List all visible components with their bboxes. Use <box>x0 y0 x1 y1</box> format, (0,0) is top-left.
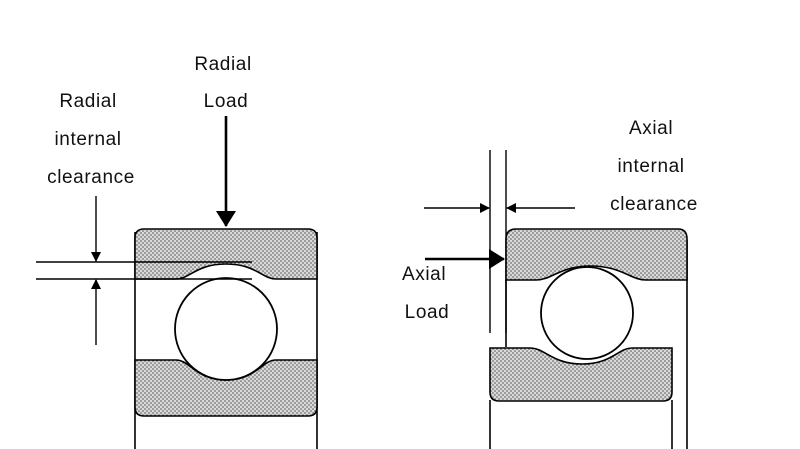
rolling-ball <box>174 277 278 381</box>
outer-ring-shifted <box>505 228 688 281</box>
axial-load-label-line: Axial <box>402 264 446 285</box>
axial-clearance-diagram: Axial internal clearance Axial Load <box>402 118 698 449</box>
axial-clearance-label-line: Axial <box>629 118 673 139</box>
rolling-ball-shifted <box>540 266 634 360</box>
axial-clearance-label-line: internal <box>617 156 684 177</box>
inner-ring-shifted <box>489 347 673 402</box>
axial-clearance-label: Axial internal clearance <box>610 118 698 215</box>
radial-clearance-label-line: clearance <box>47 167 135 188</box>
axial-load-label-line: Load <box>405 302 450 323</box>
radial-load-label-line: Radial <box>194 54 251 75</box>
radial-load-label-line: Load <box>204 91 249 112</box>
radial-clearance-diagram: Radial Load Radial internal clearance <box>36 54 318 449</box>
radial-clearance-label-line: internal <box>54 129 121 150</box>
radial-load-label: Radial Load <box>194 54 257 112</box>
radial-clearance-label: Radial internal clearance <box>47 91 135 188</box>
axial-clearance-label-line: clearance <box>610 194 698 215</box>
radial-clearance-label-line: Radial <box>59 91 116 112</box>
outer-ring <box>134 228 318 280</box>
axial-load-label: Axial Load <box>402 264 452 323</box>
